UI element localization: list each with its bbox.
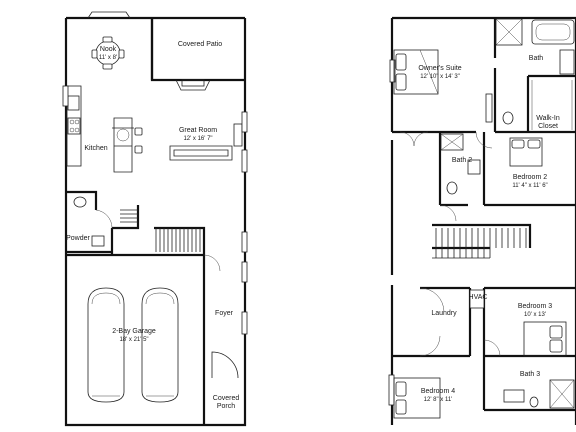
powder-door (95, 209, 113, 229)
fireplace-hearth (181, 79, 205, 87)
bath3-sink (503, 389, 525, 403)
laundry-hvac-walls (392, 286, 576, 358)
bath-label: Bath (529, 55, 544, 62)
interior-door-swing (203, 254, 221, 272)
interior-walls-first (66, 190, 206, 257)
bedroom2-dim: 11' 4" x 11' 6" (512, 183, 547, 189)
owners-toilet (502, 111, 514, 125)
east-windows (241, 111, 248, 335)
sofa (169, 145, 233, 161)
walk-in-closet-label-1: Walk-In (536, 115, 560, 122)
owners-suite-label: Owner's Suite (418, 65, 461, 72)
bath2-toilet (446, 181, 458, 195)
bedroom4-dim: 12' 8" x 11' (424, 397, 453, 403)
bedroom3-dim: 10' x 13' (524, 312, 546, 318)
bedroom4-bed (393, 377, 441, 419)
owner-suite-walls (392, 18, 576, 134)
second-floor-stairs (432, 223, 532, 259)
front-door (211, 351, 239, 379)
island-sink (116, 128, 130, 142)
second-floor-plan: Owner's Suite 12' 10" x 14' 3" Bath Walk… (388, 16, 576, 425)
kitchen-range (67, 117, 81, 135)
owners-bed (393, 49, 439, 95)
closet-doors (399, 131, 429, 147)
bath3-label: Bath 3 (520, 371, 540, 378)
nook-table (91, 36, 125, 70)
great-room-dim: 12' x 16' 7" (183, 136, 212, 142)
armchair (233, 123, 243, 147)
first-floor-outer-wall (64, 16, 247, 427)
owners-suite-dim: 12' 10" x 14' 3" (420, 74, 460, 80)
covered-patio-label: Covered Patio (178, 41, 222, 48)
bedroom4-label: Bedroom 4 (421, 388, 455, 395)
foyer-label: Foyer (215, 310, 234, 317)
bath2-label: Bath 2 (452, 157, 472, 164)
owners-shelf (485, 93, 493, 123)
west-window (388, 374, 395, 406)
bath-vanity (559, 49, 575, 75)
bath3-walls (482, 356, 576, 412)
nook-label: Nook (100, 46, 117, 53)
nook-window (87, 11, 131, 19)
powder-label: Powder (66, 235, 90, 242)
bath3-toilet (529, 396, 539, 408)
laundry-label: Laundry (431, 310, 457, 317)
kitchen-sink (67, 95, 80, 111)
covered-porch-label-2: Porch (217, 403, 235, 410)
bath2-bedroom2-walls (438, 132, 576, 207)
bathtub (531, 19, 575, 45)
first-floor-stairs (120, 209, 201, 252)
powder-toilet (73, 196, 87, 208)
kitchen-label: Kitchen (84, 145, 107, 152)
powder-sink (91, 235, 105, 247)
hvac-label: HVAC (469, 294, 488, 301)
garage-label: 2-Bay Garage (112, 328, 156, 335)
great-room-label: Great Room (179, 127, 217, 134)
north-window (389, 59, 396, 83)
bedroom3-bed (523, 321, 567, 357)
covered-porch-label-1: Covered (213, 395, 240, 402)
bath2-sink (467, 159, 481, 175)
kitchen-window (62, 85, 69, 107)
walk-in-closet-label-2: Closet (538, 123, 558, 130)
fireplace (175, 79, 211, 91)
bedroom2-label: Bedroom 2 (513, 174, 547, 181)
kitchen-island (112, 117, 134, 173)
hvac-unit (469, 289, 485, 309)
closet-shelves (531, 80, 573, 130)
nook-dim: 11' x 8' (99, 55, 117, 61)
kitchen-counter (66, 85, 82, 167)
bedroom2-bed (509, 137, 543, 167)
garage-dim: 18' x 21' 5" (119, 337, 148, 343)
first-floor-plan: Nook 11' x 8' Covered Patio Kitchen Grea… (62, 11, 248, 427)
bedroom3-label: Bedroom 3 (518, 303, 552, 310)
garage-cars (87, 287, 179, 403)
